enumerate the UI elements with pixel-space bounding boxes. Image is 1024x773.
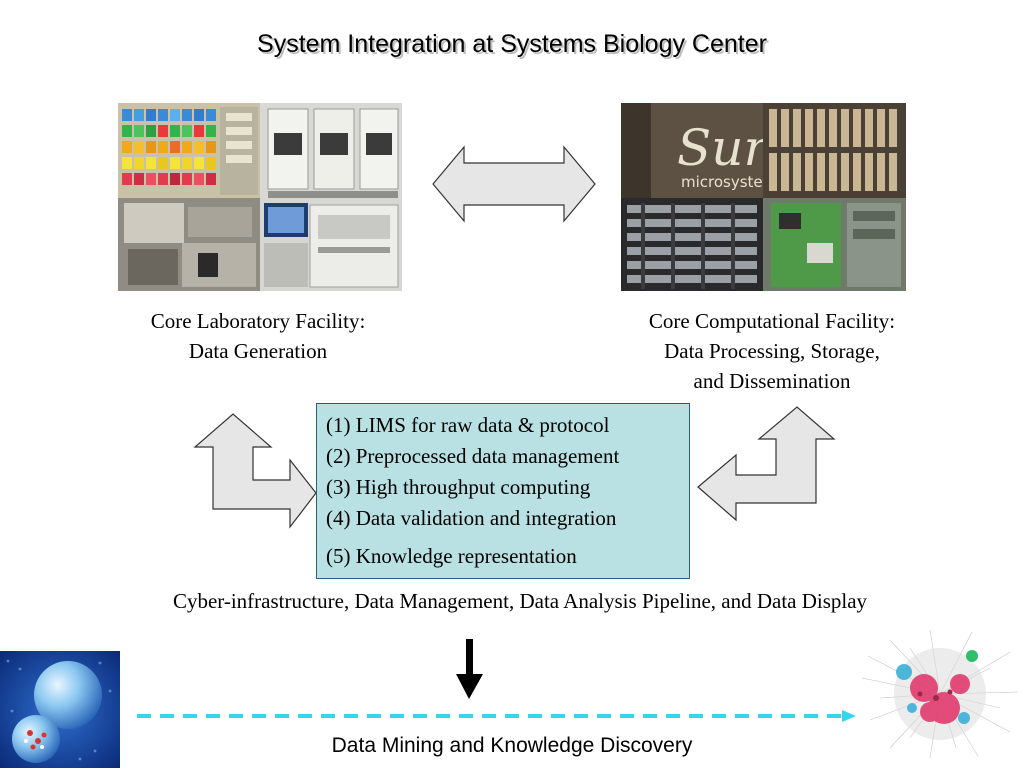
sun-logo-subtext: microsystems <box>681 173 785 191</box>
right-bent-arrow <box>697 406 836 522</box>
comp-facility-subtitle-2: and Dissemination <box>693 369 851 393</box>
pipeline-caption: Cyber-infrastructure, Data Management, D… <box>172 589 868 613</box>
task-item-5: (5) Knowledge representation <box>326 544 577 568</box>
comp-facility-subtitle-1: Data Processing, Storage, <box>664 339 880 363</box>
lab-facility-subtitle: Data Generation <box>188 339 328 363</box>
task-item-2: (2) Preprocessed data management <box>326 444 620 468</box>
task-item-1: (1) LIMS for raw data & protocol <box>326 413 610 437</box>
footer-caption: Data Mining and Knowledge Discovery <box>331 734 693 757</box>
dashed-flow-arrowhead <box>842 710 856 722</box>
left-bent-arrow <box>193 413 317 529</box>
integration-tasks-box: (1) LIMS for raw data & protocol (2) Pre… <box>316 403 690 579</box>
double-arrow <box>432 145 596 223</box>
task-item-3: (3) High throughput computing <box>326 475 591 499</box>
page-title: System Integration at Systems Biology Ce… <box>257 30 767 58</box>
down-arrow-head <box>456 674 483 699</box>
sun-logo-text: Sun <box>677 119 776 177</box>
comp-facility-caption: Core Computational Facility: Data Proces… <box>597 306 947 396</box>
globe-molecule-image <box>0 651 120 768</box>
lab-photo-collage <box>118 103 402 291</box>
task-item-4: (4) Data validation and integration <box>326 506 617 530</box>
computational-photo-collage: Sun microsystems <box>621 103 906 291</box>
down-arrow-shaft <box>466 639 473 675</box>
network-graph-image <box>860 628 1020 760</box>
lab-facility-title: Core Laboratory Facility: <box>150 309 366 333</box>
lab-facility-caption: Core Laboratory Facility: Data Generatio… <box>98 306 418 366</box>
comp-facility-title: Core Computational Facility: <box>648 309 896 333</box>
